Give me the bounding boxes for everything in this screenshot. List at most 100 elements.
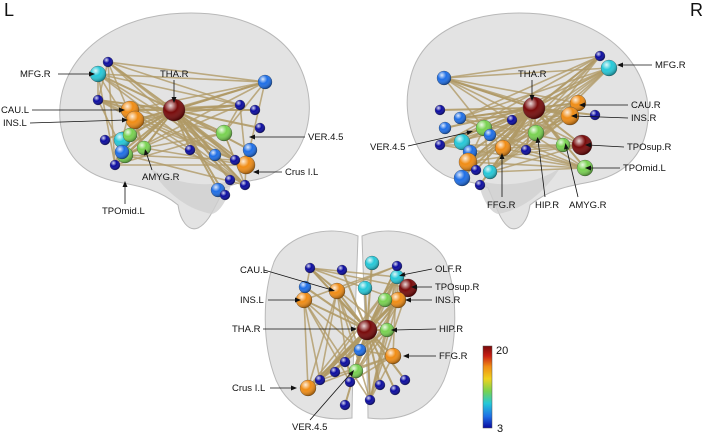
brain-node [494,139,512,157]
label-texts-top-view: CAU.L OLF.R TPOsup.R INS.L INS.R THA.R H… [232,264,479,433]
brain-node [299,379,317,397]
brain-node [99,134,111,146]
label-tha-r-right: THA.R [518,69,547,80]
colorbar-gradient [482,345,493,429]
brain-node [527,124,545,142]
connection-edge [309,267,388,331]
brain-node [328,282,346,300]
brain-node [474,179,486,191]
brain-silhouette-right-view [406,12,649,230]
brain-node [339,356,351,368]
brain-node [344,376,356,388]
label-tpomid-l-left: TPOmid.L [102,206,145,217]
label-tpomid-l-right: TPOmid.L [623,163,666,174]
connection-edge [303,299,361,351]
brain-node [114,144,130,160]
connection-edge [319,290,338,381]
brain-node [364,394,376,406]
brain-node [470,164,482,176]
brain-node [89,65,107,83]
brain-node [506,114,518,126]
connection-edge [134,104,241,121]
brain-node [242,142,258,158]
brain-node [389,384,401,396]
label-ins-r-right: INS.R [631,113,656,124]
connection-edge [107,61,116,166]
label-tha-r-top: THA.R [232,324,261,335]
connection-edge [97,99,225,134]
brain-node [249,104,261,116]
brain-node [560,106,580,126]
brain-node [304,262,316,274]
label-crus-i-l-top: Crus I.L [232,383,265,394]
labels-left-view [29,71,305,204]
brain-node [384,347,402,365]
brain-node [379,322,395,338]
connection-edge [502,55,601,149]
connection-edge [143,147,247,166]
brain-node [389,269,405,285]
connection-edge [97,73,241,106]
brain-node [339,399,351,411]
label-tha-r-left: THA.R [160,69,189,80]
brain-node [434,104,446,116]
connection-edge [459,55,601,119]
label-olf-r-top: OLF.R [435,264,462,275]
brain-node [236,155,256,175]
connection-edge [309,267,394,357]
brain-node [215,124,233,142]
connection-edge [303,299,368,331]
connection-edge [443,77,571,117]
connection-edge [307,290,338,389]
brain-node [234,99,246,111]
brain-node [102,56,114,68]
brain-node [398,278,418,298]
label-cau-r-right: CAU.R [631,100,661,111]
colorbar-min-label: 3 [497,423,503,435]
brain-node [453,111,467,125]
connection-edge [114,132,225,166]
brain-node [483,128,497,142]
label-mfg-r-left: MFG.R [20,69,51,80]
brain-node [520,144,532,156]
connection-edge [173,109,236,161]
label-hip-r-top: HIP.R [439,324,463,335]
label-ins-l-left: INS.L [3,118,27,129]
connection-edge [467,161,586,169]
label-mfg-r-right: MFG.R [655,60,686,71]
label-ver-4-5-right: VER.4.5 [370,142,405,153]
brain-node [208,148,222,162]
connection-edge [303,299,371,401]
brain-node [389,291,407,309]
brain-node [314,374,326,386]
label-ver-4-5-left: VER.4.5 [308,132,343,143]
connection-edge [309,267,398,278]
brain-node [453,169,471,187]
brain-node [594,50,606,62]
brain-node [482,164,498,180]
label-texts-right-view: MFG.R THA.R CAU.R INS.R VER.4.5 TPOsup.R… [370,60,686,211]
brain-node [571,134,593,156]
brain-node [357,280,373,296]
labels-top-view [263,268,437,421]
labels-right-view [407,62,652,198]
brain-node [377,292,393,308]
connection-edge [459,102,579,119]
brain-node [356,319,378,341]
brain-node [555,137,571,153]
brain-node [600,59,618,77]
connection-edge [319,329,368,381]
brain-node [391,260,403,272]
colorbar-max-label: 20 [496,345,508,357]
brain-node [229,154,241,166]
connection-edge [369,355,394,401]
brain-node [254,122,266,134]
connection-edge [525,149,586,169]
label-amyg-r-right: AMYG.R [569,200,607,211]
brain-node [298,280,312,294]
colorbar: 20 3 [482,345,508,435]
label-ffg-r-right: FFG.R [487,200,516,211]
brain-node [162,98,186,122]
connection-edge [443,77,583,146]
